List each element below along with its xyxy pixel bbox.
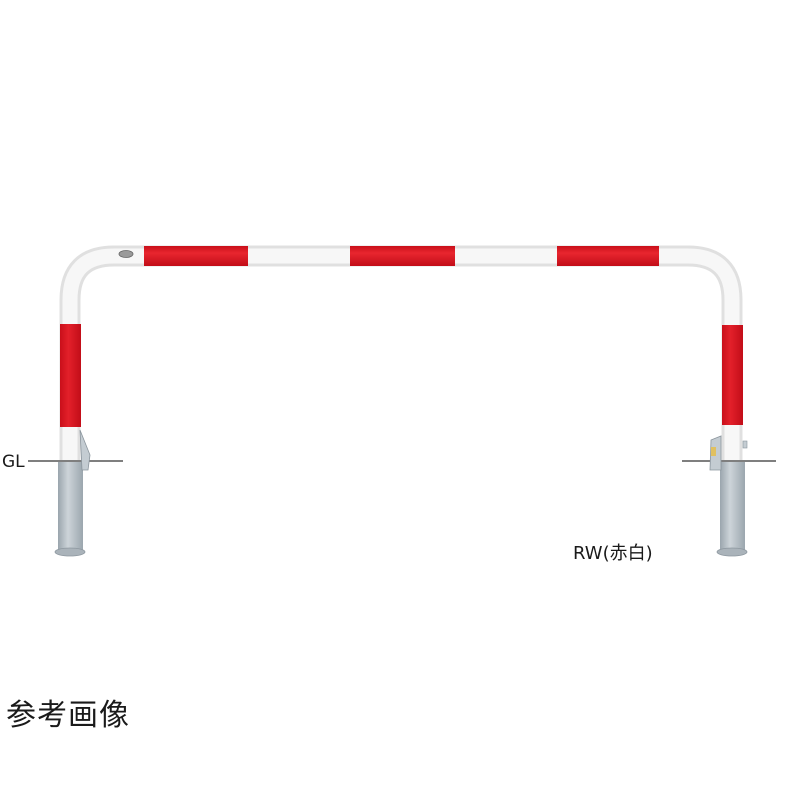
right-ground-sleeve [709,435,748,557]
padlock-icon [711,447,716,456]
barrier-frame [59,245,743,460]
key-lock-icon [118,250,134,258]
right-post-red-stripe [722,325,743,425]
ground-level-label: GL [2,452,25,472]
left-ground-sleeve [54,429,91,557]
left-post-red-stripe [60,324,81,427]
reference-image-caption: 参考画像 [6,698,130,733]
top-bar-red-stripes [144,246,659,266]
model-label: RW(赤白) [573,543,653,564]
